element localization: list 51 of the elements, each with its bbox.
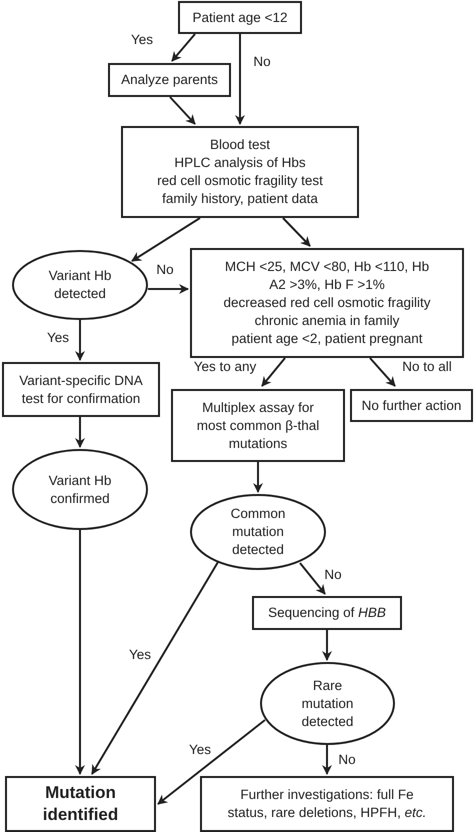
decision-ellipse bbox=[12, 449, 148, 530]
arrow bbox=[253, 462, 263, 493]
process-box bbox=[5, 776, 156, 832]
process-box bbox=[2, 362, 160, 417]
decision-ellipse bbox=[190, 494, 326, 570]
arrow bbox=[322, 630, 332, 661]
node-text: Multiplex assay for most common β-thal mutations bbox=[196, 398, 320, 452]
arrow bbox=[75, 320, 85, 361]
arrow bbox=[91, 561, 219, 775]
process-box bbox=[178, 1, 302, 34]
arrow bbox=[282, 217, 311, 247]
process-box bbox=[252, 596, 402, 630]
node-text: Variant Hb confirmed bbox=[48, 472, 112, 508]
arrow bbox=[171, 33, 196, 62]
arrow bbox=[261, 357, 286, 387]
arrow bbox=[169, 96, 196, 125]
process-box bbox=[200, 776, 454, 832]
node-text: Variant Hb detected bbox=[48, 267, 112, 303]
node-text: Common mutation detected bbox=[230, 505, 286, 559]
node-text: HPLC analysis of Hbs bbox=[173, 154, 307, 172]
node-text: Blood test bbox=[208, 136, 272, 154]
node-text: Further investigations: full Fe status, rare deletions, HPFH, etc. bbox=[226, 786, 428, 822]
arrow bbox=[369, 357, 396, 387]
arrow bbox=[75, 530, 85, 775]
arrow bbox=[299, 562, 326, 595]
node-text: Analyze parents bbox=[120, 71, 219, 89]
node-text: Patient age <12 bbox=[192, 8, 288, 26]
arrow bbox=[148, 284, 189, 294]
arrow bbox=[157, 719, 266, 805]
node-text: Mutation identified bbox=[42, 782, 120, 826]
decision-ellipse bbox=[260, 662, 395, 745]
arrow bbox=[75, 417, 85, 448]
process-box bbox=[171, 389, 345, 462]
node-text: decreased red cell osmotic fragility bbox=[222, 294, 432, 312]
process-box bbox=[350, 389, 473, 422]
node-text: patient age <2, patient pregnant bbox=[230, 330, 424, 348]
node-text: chronic anemia in family bbox=[254, 312, 400, 330]
node-text: Rare mutation detected bbox=[300, 676, 354, 730]
edge-label: Yes to any bbox=[194, 359, 256, 375]
process-box bbox=[190, 248, 464, 358]
decision-ellipse bbox=[12, 250, 148, 320]
node-text: Variant-specific DNA test for confirmation bbox=[18, 372, 144, 408]
process-box bbox=[108, 63, 231, 97]
arrow bbox=[322, 745, 332, 775]
arrow bbox=[235, 34, 245, 125]
arrow bbox=[131, 217, 201, 262]
node-text: No further action bbox=[360, 396, 462, 414]
node-text: red cell osmotic fragility test bbox=[156, 172, 324, 190]
process-box bbox=[121, 126, 359, 218]
node-text: Sequencing of HBB bbox=[267, 604, 387, 622]
node-text: family history, patient data bbox=[161, 190, 319, 208]
